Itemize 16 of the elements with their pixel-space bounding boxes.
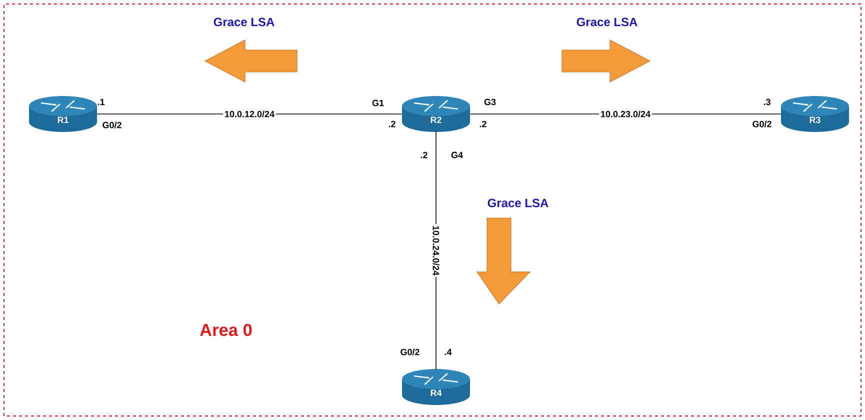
interface-label: G4 [451, 152, 463, 158]
edge-label: 10.0.12.0/24 [223, 109, 276, 119]
interface-label: G1 [372, 100, 384, 106]
message-label: Grace LSA [488, 198, 548, 208]
area-label: Area 0 [200, 324, 252, 336]
interface-label: .2 [420, 152, 428, 158]
interface-label: G3 [484, 98, 496, 106]
message-label: Grace LSA [576, 18, 638, 26]
edge-label: 10.0.23.0/24 [598, 109, 652, 119]
interface-label: .2 [480, 120, 486, 128]
interface-label: .4 [444, 348, 452, 356]
edge-label: 10.0.24.0/24 [431, 224, 441, 277]
interface-label: .2 [388, 120, 396, 128]
message-label: Grace LSA [214, 18, 274, 26]
interface-label: .3 [764, 98, 770, 106]
interface-label: .1 [98, 98, 105, 106]
